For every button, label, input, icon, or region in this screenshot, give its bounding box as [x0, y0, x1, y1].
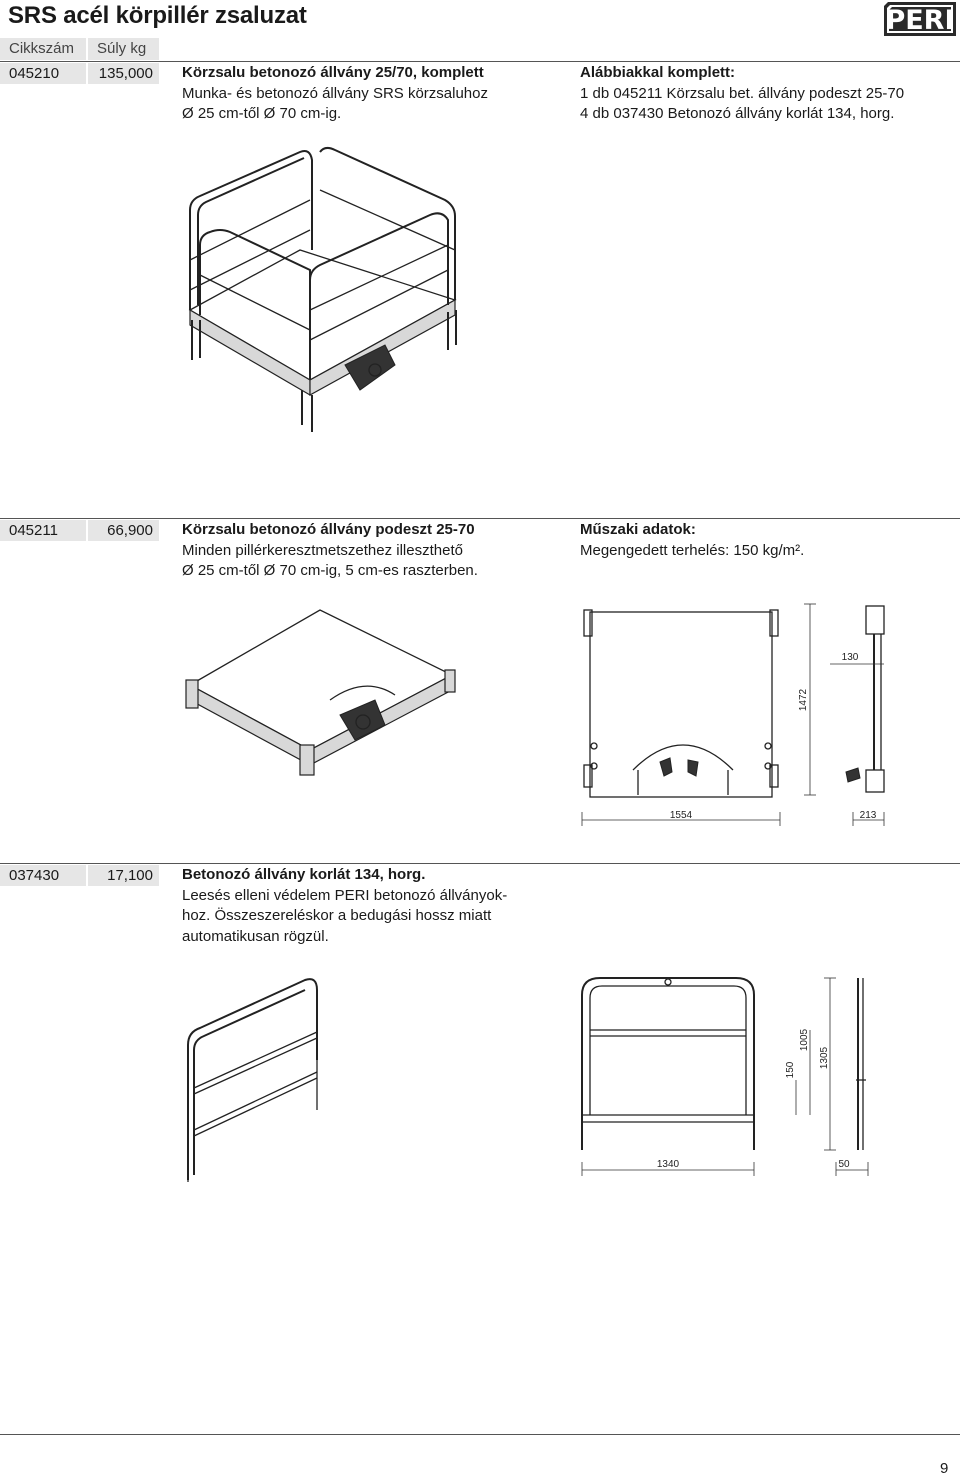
railing-front-drawing: 150 1005 1305 1340 50: [581, 977, 869, 1176]
item-extra: Műszaki adatok: Megengedett terhelés: 15…: [580, 520, 955, 561]
item-desc-line: Munka- és betonozó állvány SRS körzsaluh…: [182, 84, 488, 102]
item-weight: 135,000: [88, 63, 159, 84]
item-extra-line: Megengedett terhelés: 150 kg/m².: [580, 541, 805, 559]
item-code: 037430: [0, 865, 86, 886]
item-description: Körzsalu betonozó állvány 25/70, komplet…: [182, 63, 562, 125]
column-header-code: Cikkszám: [0, 38, 86, 60]
page-title: SRS acél körpillér zsaluzat: [8, 2, 307, 29]
scaffold-complete-drawing: [188, 146, 457, 432]
item-desc-line: Ø 25 cm-től Ø 70 cm-ig, 5 cm-es raszterb…: [182, 562, 478, 579]
dim-height-inner: 1005: [799, 1028, 810, 1051]
item-description: Körzsalu betonozó állvány podeszt 25-70 …: [182, 520, 562, 582]
dim-height: 1472: [798, 688, 809, 711]
item-extra-line: 4 db 037430 Betonozó állvány korlát 134,…: [580, 105, 895, 122]
item-extra: Alábbiakkal komplett: 1 db 045211 Körzsa…: [580, 63, 955, 125]
item-name: Körzsalu betonozó állvány podeszt 25-70: [182, 521, 475, 538]
column-header-weight: Súly kg: [88, 38, 159, 60]
item-code: 045211: [0, 520, 86, 541]
item-desc-line: Ø 25 cm-től Ø 70 cm-ig.: [182, 105, 342, 122]
item-desc-line: automatikusan rögzül.: [182, 927, 329, 945]
divider: [0, 61, 960, 62]
dim-bar: 150: [785, 1061, 796, 1078]
item-name: Körzsalu betonozó állvány 25/70, komplet…: [182, 64, 484, 81]
item-code: 045210: [0, 63, 86, 84]
dim-height-total: 1305: [819, 1046, 830, 1069]
item-weight: 17,100: [88, 865, 159, 886]
item-name: Betonozó állvány korlát 134, horg.: [182, 866, 426, 883]
item-description: Betonozó állvány korlát 134, horg. Leesé…: [182, 865, 562, 947]
item-extra-title: Alábbiakkal komplett:: [580, 64, 736, 81]
peri-logo: PERI: [884, 2, 956, 36]
platform-isometric-drawing: [185, 609, 456, 776]
dim-width: 1554: [670, 810, 693, 821]
item-weight: 66,900: [88, 520, 159, 541]
dim-width: 1340: [657, 1159, 680, 1170]
railing-isometric-drawing: [187, 978, 318, 1182]
page-number: 9: [940, 1460, 949, 1475]
divider: [0, 1434, 960, 1435]
svg-text:PERI: PERI: [885, 5, 954, 36]
item-desc-line: Leesés elleni védelem PERI betonozó állv…: [182, 886, 508, 904]
item-extra-line: 1 db 045211 Körzsalu bet. állvány podesz…: [580, 84, 905, 102]
divider: [0, 518, 960, 519]
item-extra-title: Műszaki adatok:: [580, 521, 696, 538]
dim-post: 50: [838, 1159, 850, 1170]
item-desc-line: Minden pillérkeresztmetszethez illeszthe…: [182, 541, 463, 559]
dim-side-top: 130: [842, 652, 859, 663]
divider: [0, 863, 960, 864]
platform-plan-drawing: 1554 1472 130 213: [581, 603, 885, 826]
dim-side-width: 213: [860, 810, 877, 821]
item-desc-line: hoz. Összeszereléskor a bedugási hossz m…: [182, 907, 492, 924]
